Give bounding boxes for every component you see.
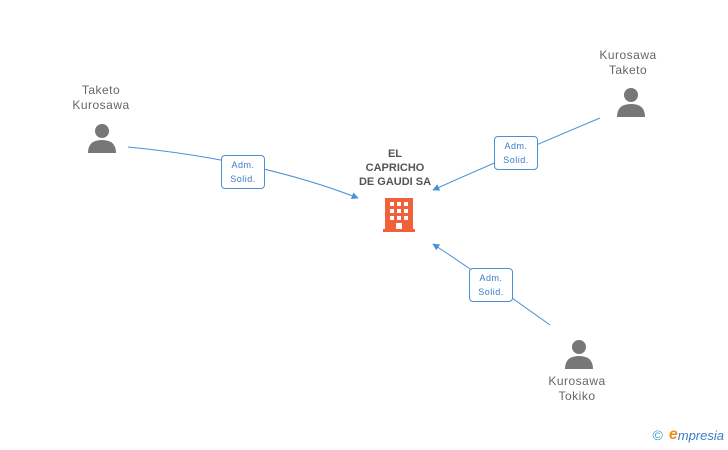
role-line-1: Adm. [479,273,503,283]
role-line-2: Solid. [478,287,504,297]
building-icon[interactable] [383,196,415,232]
edge-role-label[interactable]: Adm. Solid. [469,268,513,302]
brand-initial: e [668,426,678,443]
copyright-icon: © [652,427,663,443]
edge-role-label[interactable]: Adm. Solid. [494,136,538,170]
edge-role-label[interactable]: Adm. Solid. [221,155,265,189]
person-name-taketo-kurosawa: Taketo Kurosawa [72,83,130,112]
empresia-logo[interactable]: © e mpresia [653,426,724,444]
role-line-1: Adm. [504,141,528,151]
role-line-1: Adm. [231,160,255,170]
person-name-kurosawa-tokiko: Kurosawa Tokiko [548,374,606,403]
person-name-kurosawa-taketo: Kurosawa Taketo [599,48,657,77]
role-line-2: Solid. [503,155,529,165]
company-name: EL CAPRICHO DE GAUDI SA [358,148,432,188]
person-icon[interactable] [564,338,594,370]
role-line-2: Solid. [230,174,256,184]
person-icon[interactable] [616,86,646,118]
brand-name: mpresia [677,427,724,443]
person-icon[interactable] [87,122,117,154]
